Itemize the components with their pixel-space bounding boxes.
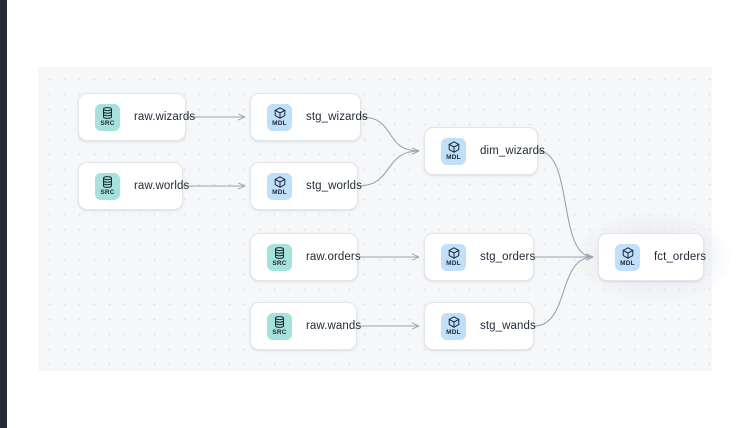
node-label: dim_wizards: [480, 145, 546, 157]
node-kind-label: SRC: [100, 120, 115, 127]
graph-node-raw_wizards[interactable]: SRC raw.wizards: [78, 93, 195, 141]
cube-icon: MDL: [441, 137, 466, 165]
cube-icon: MDL: [615, 243, 640, 271]
graph-node-raw_orders[interactable]: SRC raw.orders: [250, 233, 361, 281]
graph-node-raw_worlds[interactable]: SRC raw.worlds: [78, 162, 189, 210]
node-kind-label: MDL: [272, 120, 287, 127]
graph-node-stg_wizards[interactable]: MDL stg_wizards: [250, 93, 368, 141]
node-label: fct_orders: [654, 251, 707, 263]
node-kind-label: MDL: [272, 189, 287, 196]
node-kind-label: SRC: [272, 329, 287, 336]
node-label: stg_worlds: [306, 180, 362, 192]
graph-node-fct_orders[interactable]: MDL fct_orders: [598, 233, 707, 281]
node-kind-label: SRC: [100, 189, 115, 196]
cube-icon: MDL: [267, 172, 292, 200]
node-kind-label: MDL: [446, 260, 461, 267]
node-label: stg_wizards: [306, 111, 368, 123]
database-icon: SRC: [95, 103, 120, 131]
graph-node-raw_wands[interactable]: SRC raw.wands: [250, 302, 361, 350]
node-label: raw.orders: [306, 251, 361, 263]
node-kind-label: MDL: [620, 260, 635, 267]
node-kind-label: SRC: [272, 260, 287, 267]
left-rail: [0, 0, 7, 428]
graph-node-dim_wizards[interactable]: MDL dim_wizards: [424, 127, 545, 175]
graph-node-stg_orders[interactable]: MDL stg_orders: [424, 233, 536, 281]
database-icon: SRC: [267, 312, 292, 340]
node-kind-label: MDL: [446, 329, 461, 336]
node-label: stg_wands: [480, 320, 536, 332]
graph-node-stg_wands[interactable]: MDL stg_wands: [424, 302, 536, 350]
node-kind-label: MDL: [446, 154, 461, 161]
graph-node-stg_worlds[interactable]: MDL stg_worlds: [250, 162, 362, 210]
node-label: raw.wands: [306, 320, 362, 332]
cube-icon: MDL: [441, 312, 466, 340]
node-label: stg_orders: [480, 251, 536, 263]
cube-icon: MDL: [441, 243, 466, 271]
cube-icon: MDL: [267, 103, 292, 131]
database-icon: SRC: [267, 243, 292, 271]
node-label: raw.worlds: [134, 180, 190, 192]
node-label: raw.wizards: [134, 111, 196, 123]
database-icon: SRC: [95, 172, 120, 200]
